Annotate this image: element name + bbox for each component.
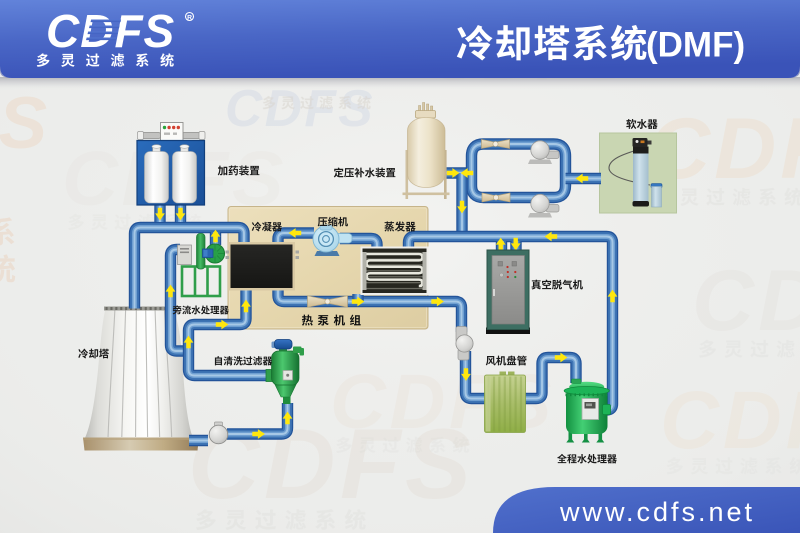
svg-text:CDFS: CDFS bbox=[0, 83, 51, 164]
svg-text:(DMF): (DMF) bbox=[646, 26, 745, 65]
svg-text:www.cdfs.net: www.cdfs.net bbox=[559, 497, 755, 527]
svg-text:CDFS: CDFS bbox=[692, 253, 800, 349]
svg-text:CDFS: CDFS bbox=[660, 375, 800, 466]
svg-text:CDFS: CDFS bbox=[188, 408, 476, 519]
svg-text:CDFS: CDFS bbox=[46, 5, 175, 57]
svg-text:R: R bbox=[187, 14, 192, 21]
